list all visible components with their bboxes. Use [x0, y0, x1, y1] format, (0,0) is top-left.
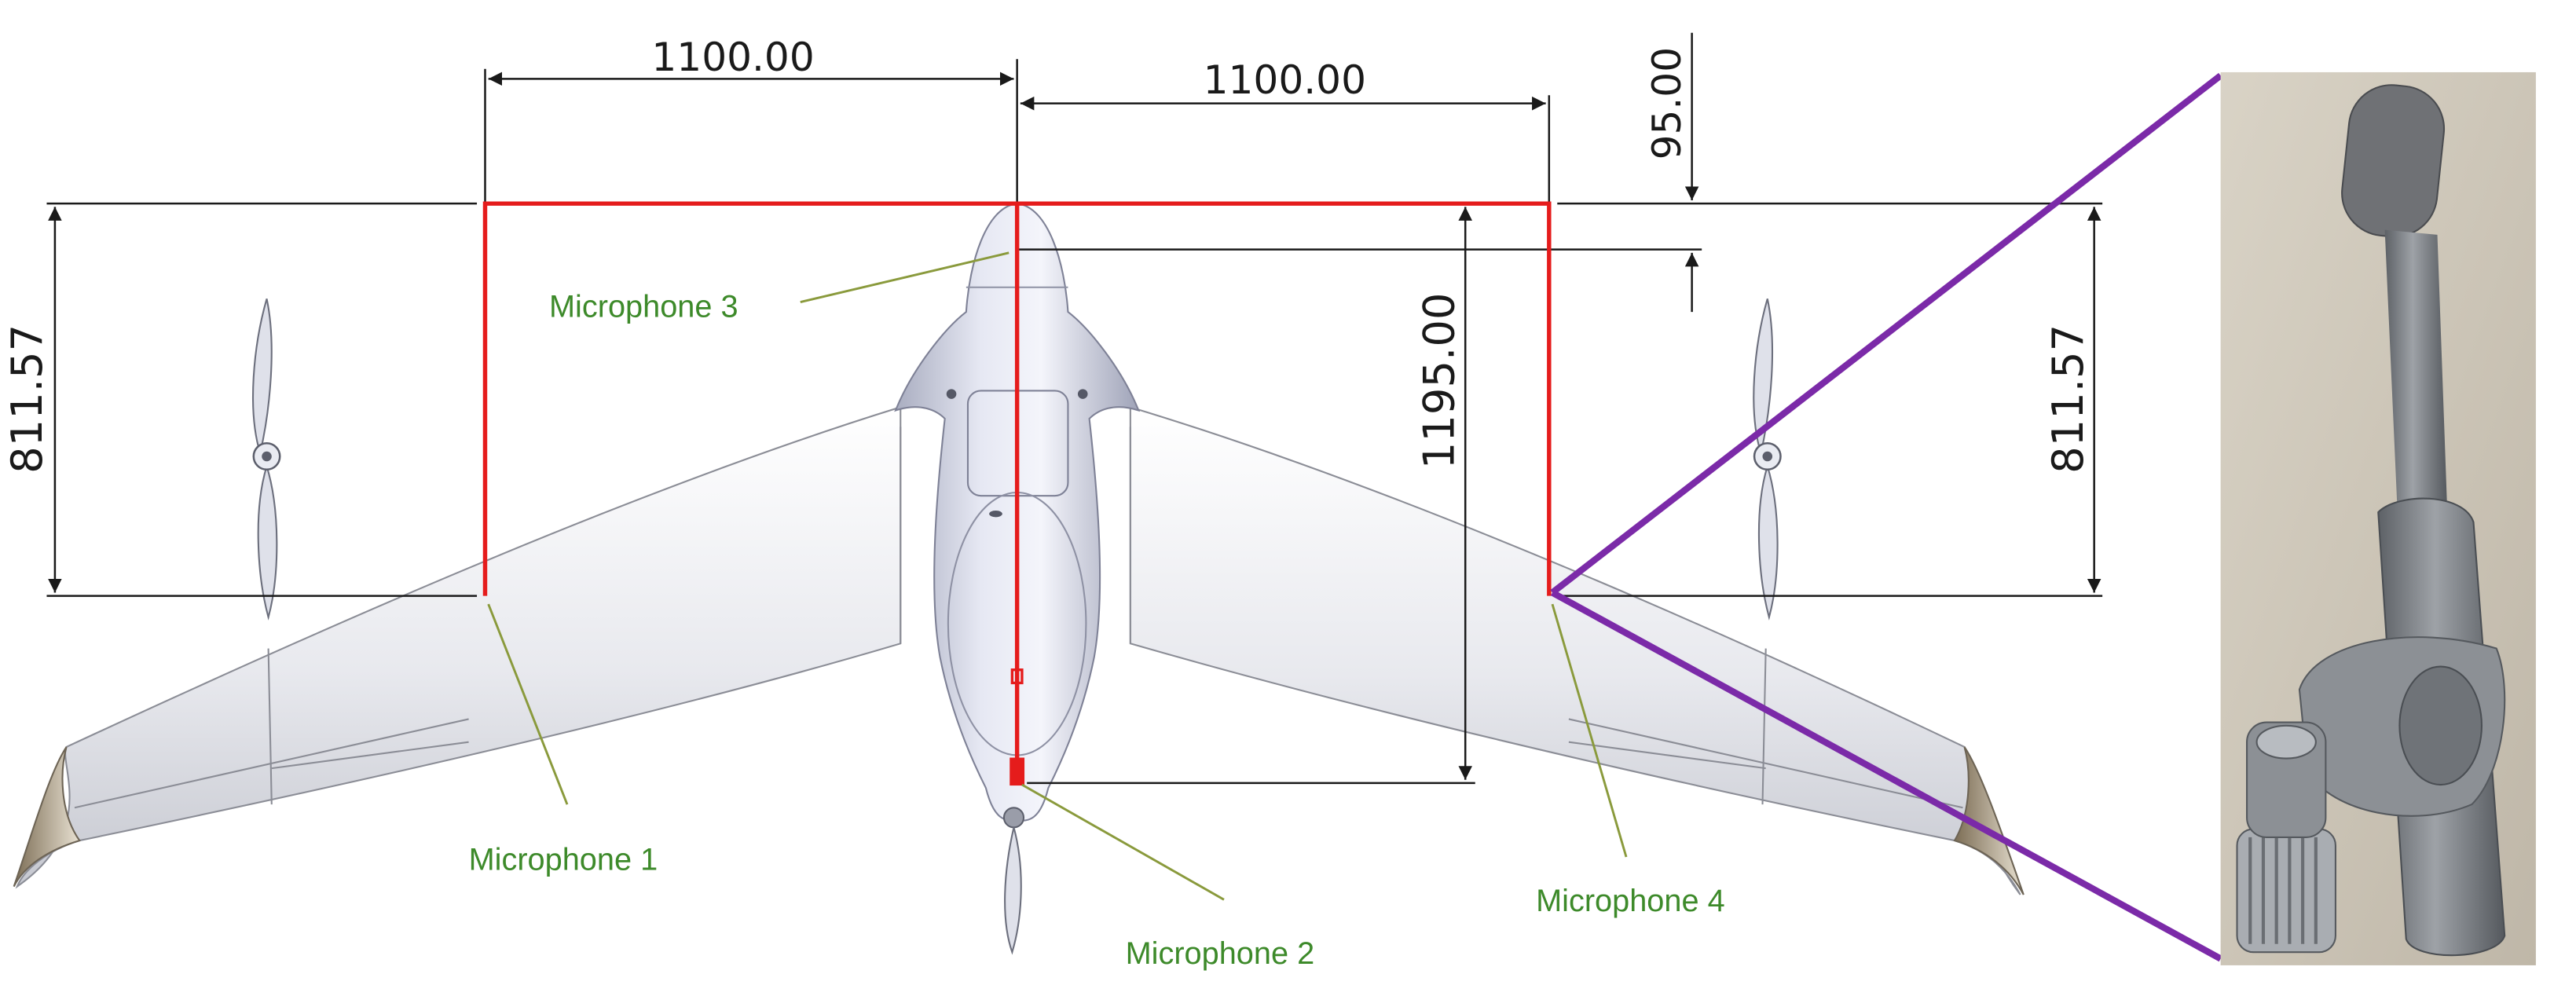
mic4-leader — [1551, 603, 1628, 858]
fuselage-vent — [989, 510, 1002, 518]
left-depth-label: 811.57 — [2, 324, 52, 474]
zoom-callout — [1550, 72, 2223, 962]
mic3-leader — [800, 251, 1010, 303]
mic2-leader — [1021, 783, 1225, 901]
right-wing-tip — [1953, 746, 2025, 895]
mic4-label: Microphone 4 — [1536, 884, 1725, 918]
dimension-lines — [46, 32, 2103, 785]
left-wing — [15, 405, 902, 889]
mic1-label: Microphone 1 — [469, 843, 658, 877]
left-aileron-line — [74, 718, 469, 809]
right-elevon-line — [1568, 741, 1766, 770]
mic3-label: Microphone 3 — [549, 289, 738, 324]
left-span-label: 1100.00 — [651, 34, 814, 80]
array-center-marker — [1010, 668, 1024, 685]
microphone-array-frame — [482, 201, 1552, 786]
nose-offset-label: 95.00 — [1643, 47, 1690, 160]
fuselage-port — [946, 389, 957, 399]
mic2-label: Microphone 2 — [1126, 936, 1315, 971]
left-wing-tip — [13, 746, 81, 888]
rear-propeller — [1002, 807, 1025, 955]
center-length-label: 1195.00 — [1415, 293, 1464, 470]
left-elevon-line — [271, 741, 469, 770]
zoom-line-bottom — [1550, 589, 2222, 962]
microphone-photo-icon — [2220, 71, 2536, 965]
left-vtol-propeller — [252, 298, 281, 621]
right-vtol-propeller — [1753, 298, 1782, 621]
microphone-leaders — [487, 251, 1628, 901]
zoom-line-top — [1550, 72, 2223, 595]
right-span-label: 1100.00 — [1204, 57, 1366, 103]
fuselage-port — [1077, 389, 1088, 399]
right-wing-rib — [1761, 648, 1767, 805]
right-wing — [1129, 405, 2021, 895]
mic1-leader — [487, 603, 569, 805]
mic-shaft — [2384, 229, 2448, 522]
left-wing-rib — [267, 648, 273, 805]
right-depth-label: 811.57 — [2043, 324, 2093, 474]
right-aileron-line — [1568, 718, 1963, 809]
drone-airframe — [13, 203, 2025, 955]
mic2-marker — [1010, 757, 1025, 786]
